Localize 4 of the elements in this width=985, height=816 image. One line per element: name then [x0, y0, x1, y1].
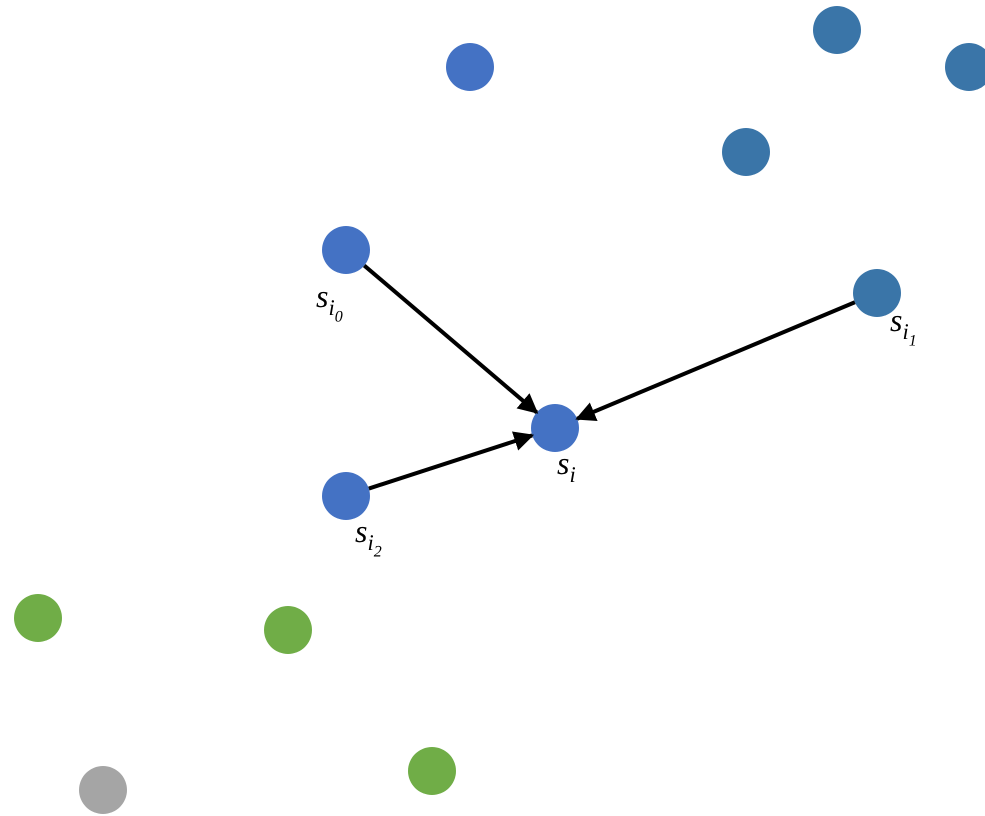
arrow — [368, 431, 534, 490]
arrow — [575, 300, 856, 421]
arrow — [362, 264, 538, 414]
point-label: s$_{i}$ — [557, 447, 576, 486]
